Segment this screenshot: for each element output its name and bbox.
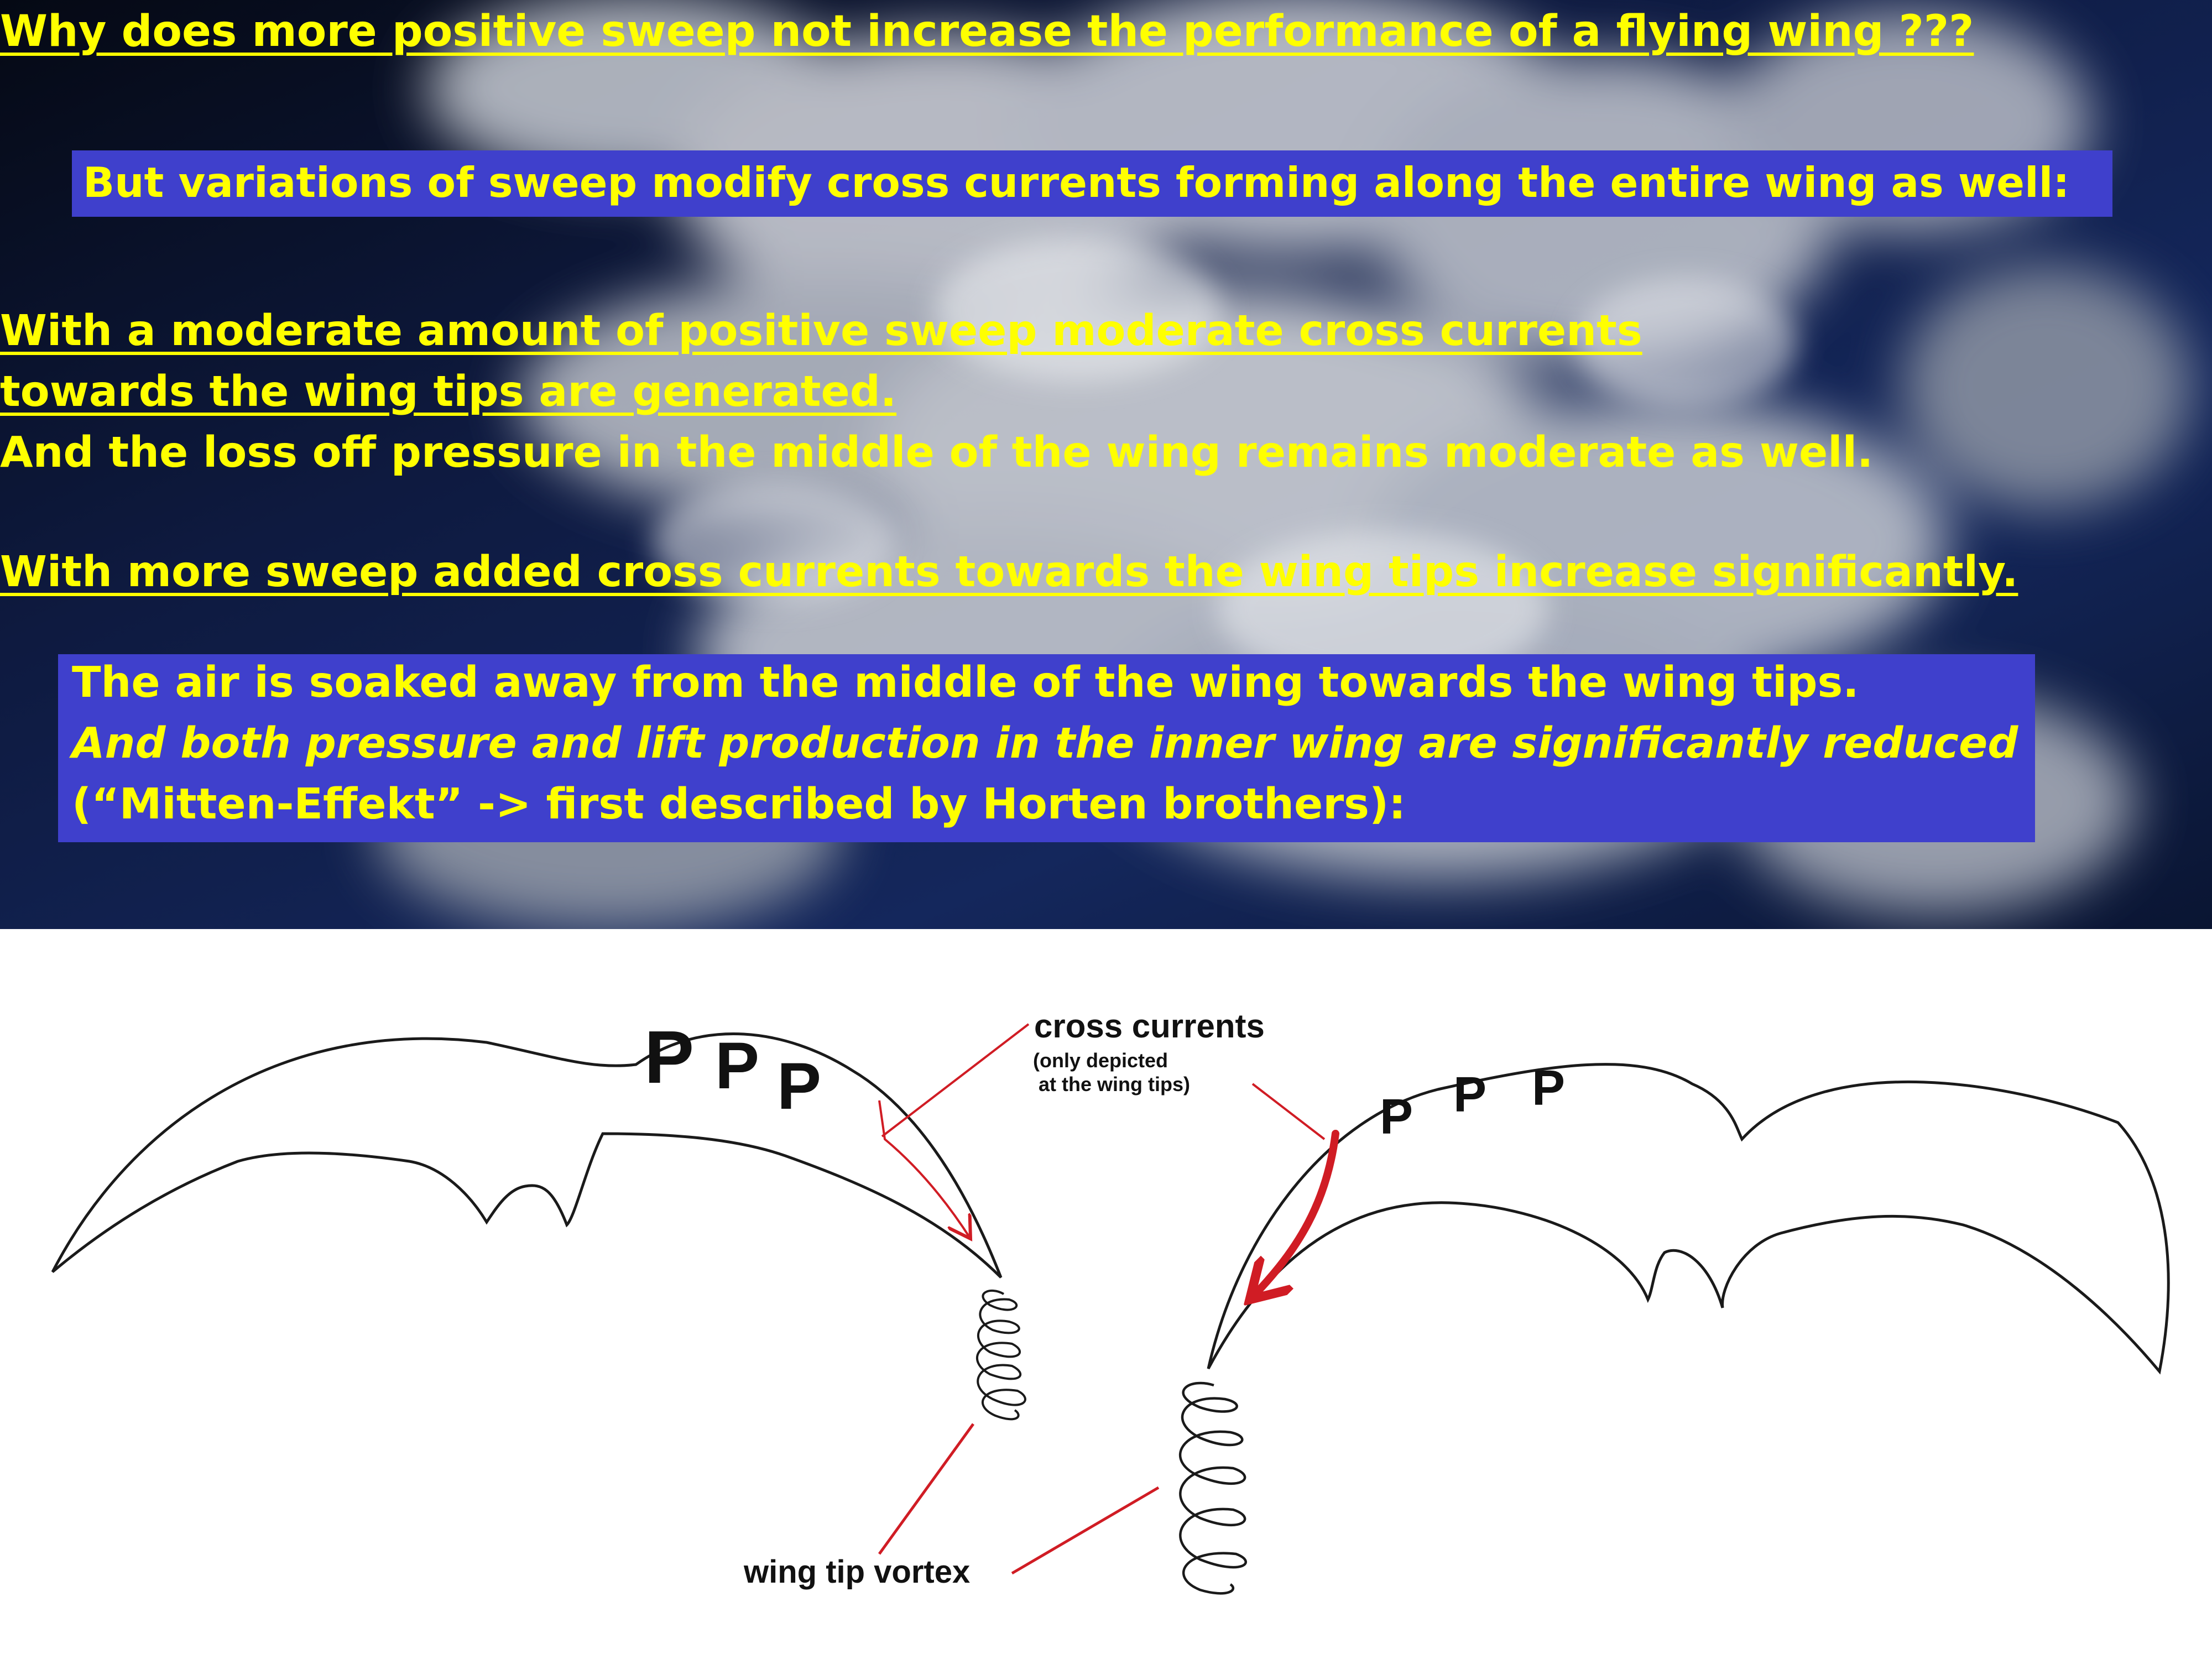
- cross-currents-leader-left: [881, 1023, 1030, 1138]
- wing-outline-moderate-sweep: [51, 1032, 1003, 1279]
- pressure-label-right-1: P: [1380, 1089, 1413, 1145]
- vortex-leader-left: [878, 1423, 975, 1555]
- moderate-sweep-line-2: towards the wing tips are generated.: [0, 367, 897, 416]
- wing-outline-strong-sweep: [1207, 1063, 2170, 1375]
- vortex-leader-right: [1011, 1486, 1160, 1575]
- mitten-effekt-line-3: (“Mitten-Effekt” -> first described by H…: [72, 780, 1406, 829]
- cross-currents-label: cross currents: [1034, 1008, 1265, 1045]
- cross-currents-note-line-1: (only depicted: [1033, 1049, 1168, 1072]
- more-sweep-statement: With more sweep added cross currents tow…: [0, 547, 2018, 597]
- wing-sweep-diagram: P P P P P P cross currents (only depicte…: [51, 1008, 2170, 1595]
- info-box-cross-currents-text: But variations of sweep modify cross cur…: [83, 158, 2070, 207]
- cross-current-arrow-moderate: [878, 1100, 971, 1239]
- wing-tip-vortex-small: [976, 1289, 1026, 1421]
- mitten-effekt-line-1: The air is soaked away from the middle o…: [72, 658, 1859, 707]
- moderate-sweep-line-1: With a moderate amount of positive sweep…: [0, 306, 1642, 356]
- cross-currents-note-line-2: at the wing tips): [1039, 1073, 1190, 1095]
- pressure-label-left-1: P: [644, 1015, 694, 1099]
- pressure-label-left-2: P: [715, 1029, 759, 1103]
- pressure-label-right-3: P: [1532, 1061, 1565, 1116]
- sky-background: Why does more positive sweep not increas…: [0, 0, 2212, 929]
- page-title: Why does more positive sweep not increas…: [0, 7, 1974, 56]
- pressure-label-left-3: P: [777, 1049, 821, 1123]
- wing-tip-vortex-large: [1178, 1381, 1247, 1595]
- pressure-label-right-2: P: [1453, 1067, 1486, 1123]
- cross-current-arrow-strong: [1250, 1130, 1339, 1300]
- info-box-cross-currents: [72, 150, 2112, 217]
- mitten-effekt-line-2: And both pressure and lift production in…: [72, 719, 2018, 768]
- wing-tip-vortex-label: wing tip vortex: [743, 1554, 970, 1590]
- moderate-sweep-line-3: And the loss off pressure in the middle …: [0, 428, 1874, 477]
- info-box-mitten-effekt: [58, 654, 2035, 842]
- cross-currents-leader-right: [1251, 1083, 1326, 1140]
